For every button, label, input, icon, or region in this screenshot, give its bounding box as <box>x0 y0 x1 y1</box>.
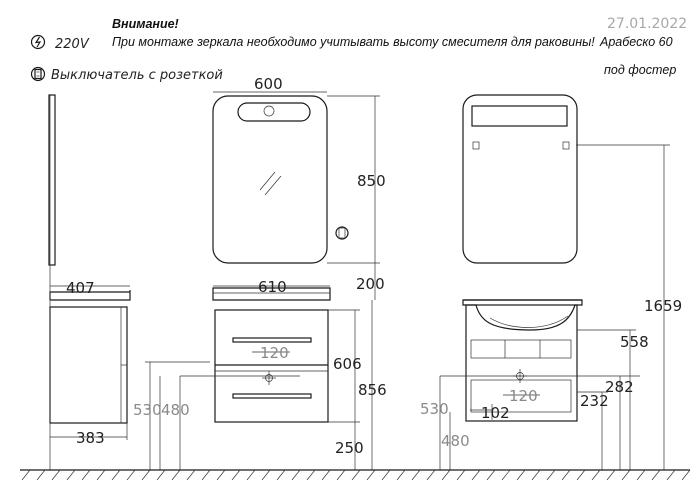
dim-856: 856 <box>358 381 387 399</box>
front-cabinet: 610 120 606 856 250 <box>179 278 387 470</box>
side-view: 407 383 530 480 <box>48 94 210 470</box>
dim-232: 232 <box>580 392 609 410</box>
model-subtitle: под фостер <box>604 63 676 77</box>
dim-282: 282 <box>605 378 634 396</box>
power-label: 220V <box>55 37 90 52</box>
dim-480-side: 480 <box>161 401 190 419</box>
lightning-circle-icon <box>30 34 46 50</box>
drawing-date: 27.01.2022 <box>607 16 687 32</box>
dim-530-side: 530 <box>133 401 162 419</box>
dim-558: 558 <box>620 333 649 351</box>
dim-383: 383 <box>76 429 105 447</box>
dim-250: 250 <box>335 439 364 457</box>
dim-606: 606 <box>333 355 362 373</box>
dim-850: 850 <box>357 172 386 190</box>
floor-line <box>20 469 691 481</box>
warning-title: Внимание! <box>112 17 179 31</box>
dim-600: 600 <box>254 75 283 93</box>
front-mirror: 600 850 200 <box>212 75 386 300</box>
dim-200: 200 <box>356 275 385 293</box>
switch-label: Выключатель с розеткой <box>51 68 223 83</box>
dim-610: 610 <box>258 278 287 296</box>
warning-text: При монтаже зеркала необходимо учитывать… <box>112 35 595 49</box>
switch-socket-icon <box>30 66 46 82</box>
model-name: Арабеско 60 <box>599 35 673 49</box>
dim-530-back: 530 <box>420 400 449 418</box>
dim-120-front: 120 <box>260 344 289 362</box>
dim-102: 102 <box>481 404 510 422</box>
dim-407: 407 <box>66 279 95 297</box>
dim-120-back: 120 <box>509 387 538 405</box>
dim-480-back: 480 <box>441 432 470 450</box>
back-view: 120 102 530 480 1659 558 282 232 <box>420 94 682 470</box>
dim-1659: 1659 <box>644 297 682 315</box>
